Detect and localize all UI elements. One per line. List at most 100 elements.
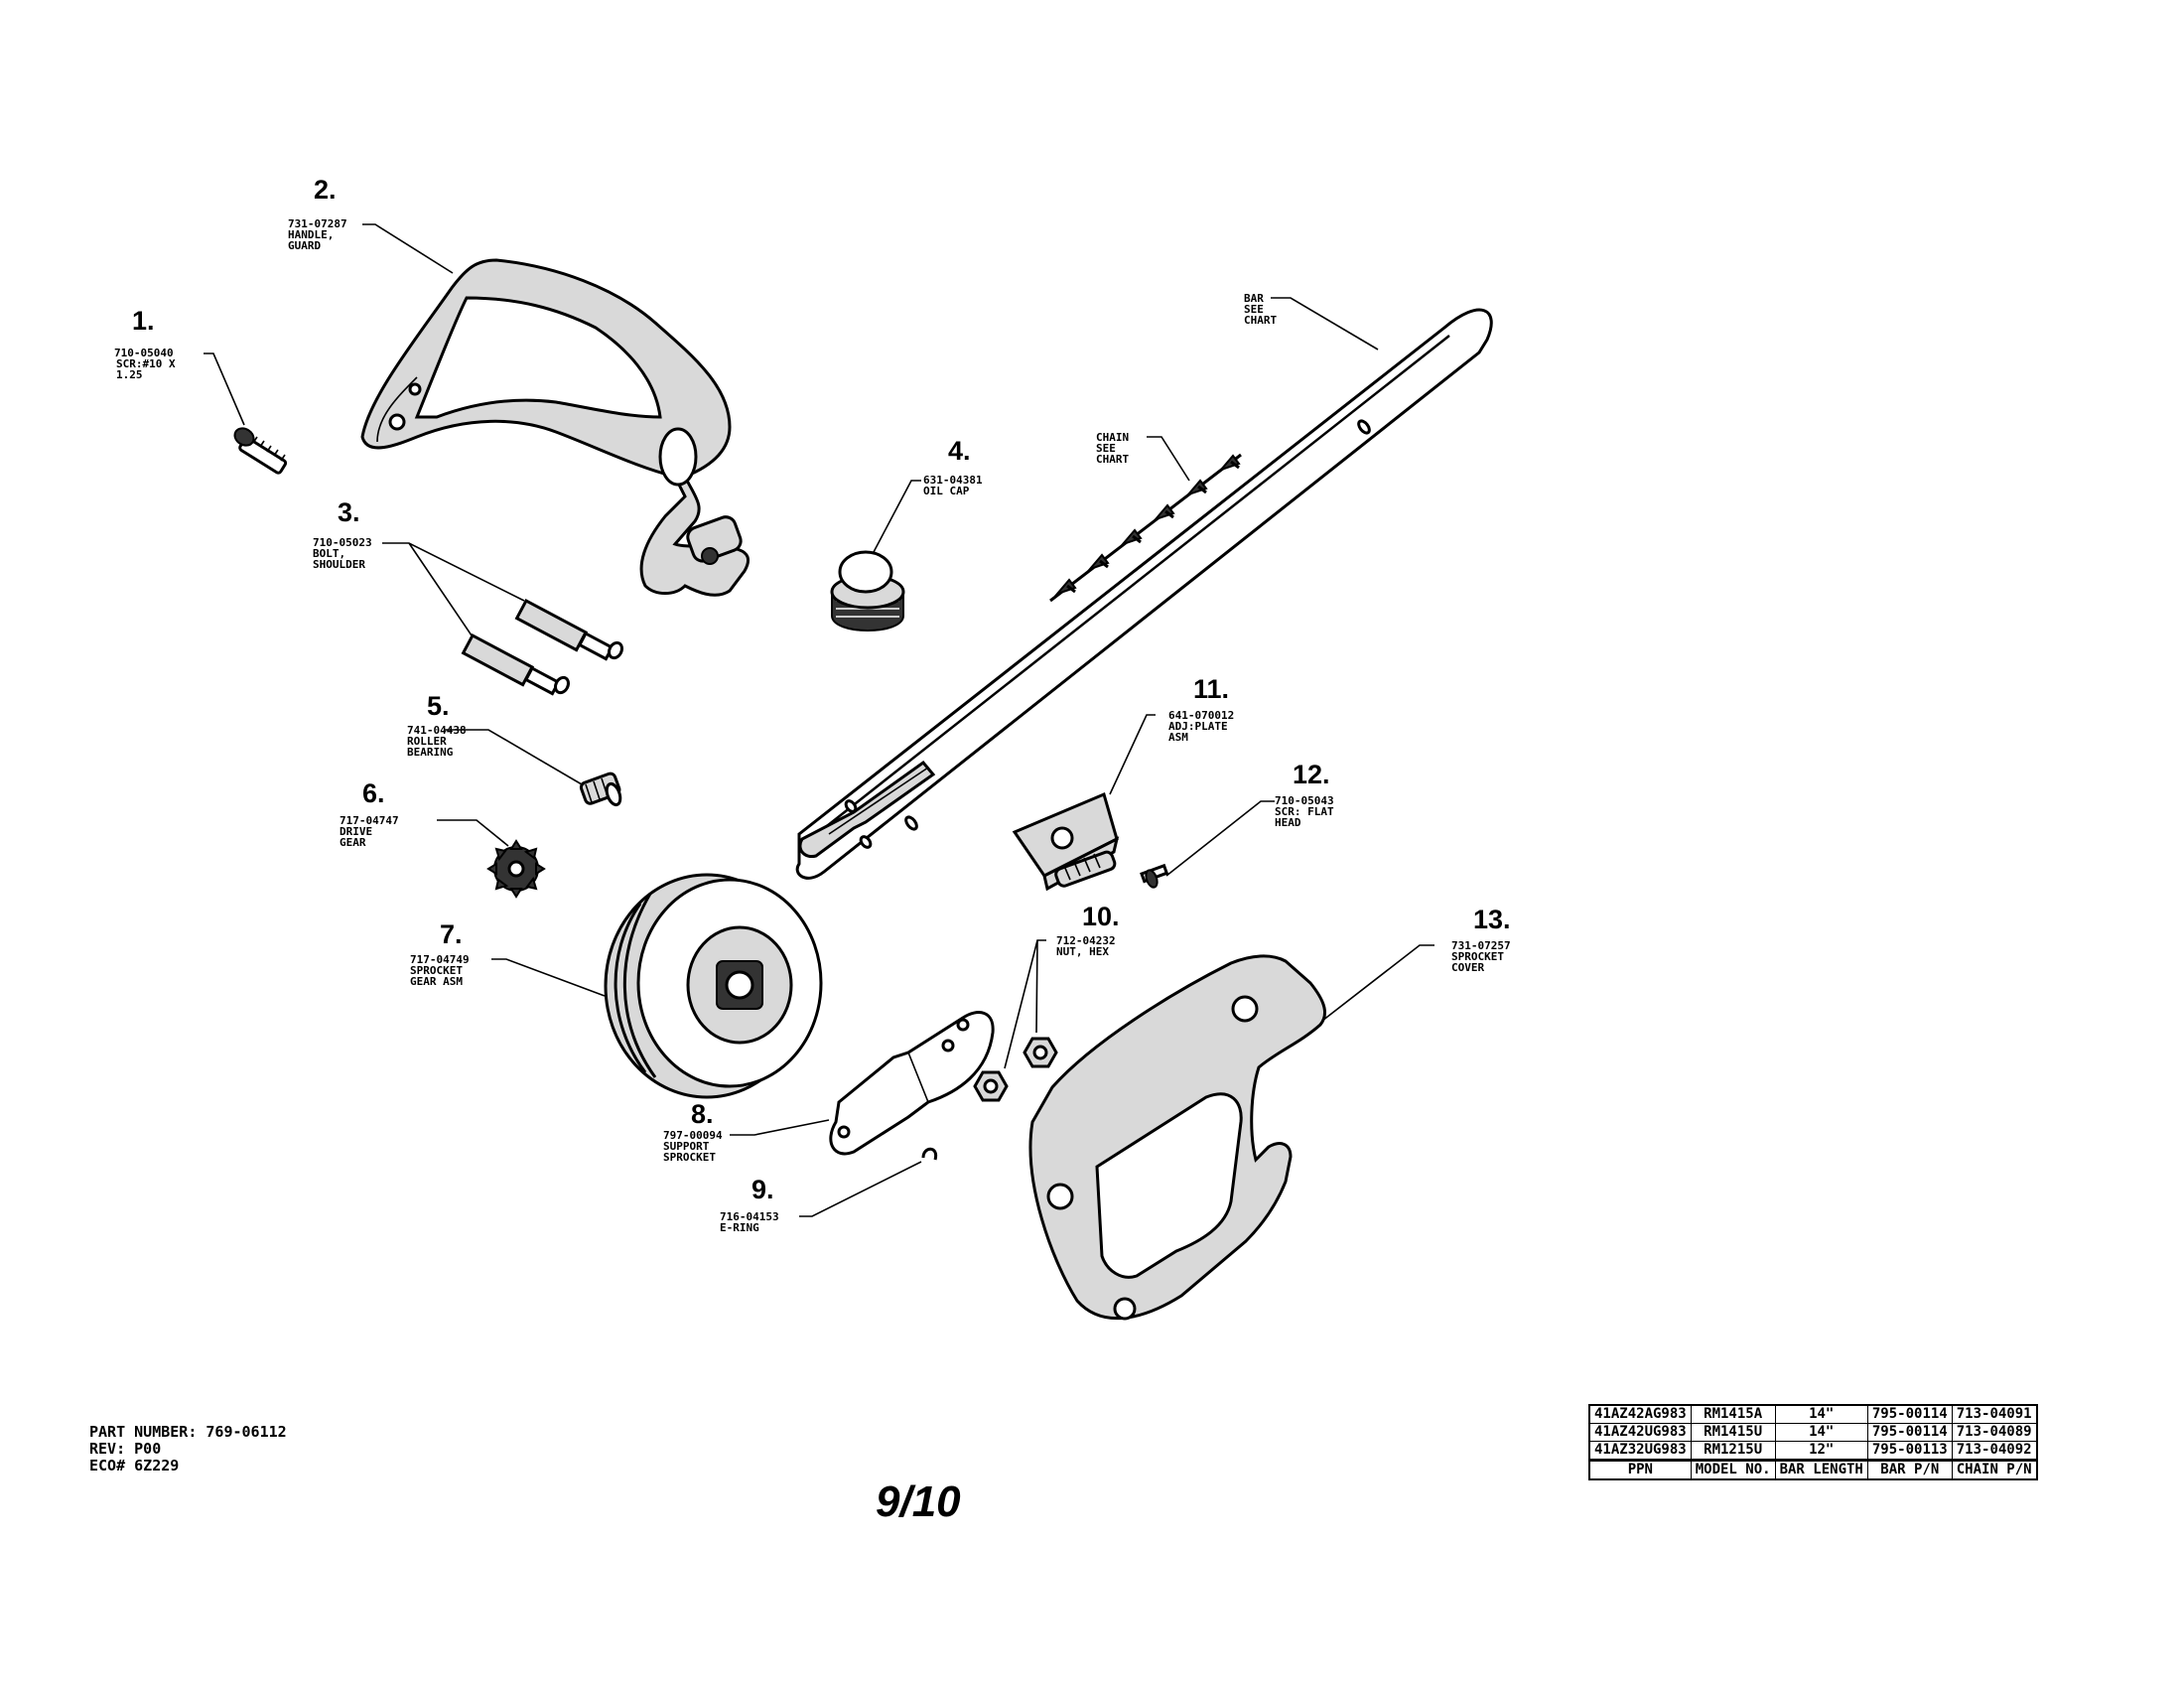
callout-7-desc1: SPROCKET [410,964,463,977]
bar-label: BAR SEE CHART [1244,292,1277,327]
leader-1 [204,352,245,426]
part-6-drive-gear [486,839,546,899]
table-row: 41AZ32UG983 RM1215U 12" 795-00113 713-04… [1588,1441,2038,1461]
callout-12-desc1: SCR: FLAT [1275,805,1334,818]
callout-2-desc1: HANDLE, [288,228,334,241]
callout-7-desc2: GEAR ASM [410,975,463,988]
callout-2-number: 2. [314,175,337,205]
table-cell: RM1415U [1690,1423,1776,1442]
leader-9 [799,1161,922,1217]
callout-1-part-no: 710-05040 [114,347,174,359]
callout-12-part-no: 710-05043 [1275,794,1334,807]
part-5-roller-bearing [579,772,622,807]
leader-13 [1321,944,1434,1022]
callout-13-part-no: 731-07257 [1451,939,1511,952]
callout-4-number: 4. [948,436,971,466]
guide-bar [795,308,1493,880]
table-cell: 14" [1774,1404,1868,1424]
callout-8-desc1: SUPPORT [663,1140,710,1153]
eco-text: ECO# 6Z229 [89,1457,180,1474]
callout-11-number: 11. [1193,674,1229,704]
callout-8-part-no: 797-00094 [663,1129,723,1142]
callout-13-label: 731-07257 SPROCKET COVER [1451,939,1511,974]
callout-6-desc2: GEAR [340,836,366,849]
callout-6-label: 717-04747 DRIVE GEAR [340,814,399,849]
bar-label-line3: CHART [1244,314,1277,327]
callout-12-number: 12. [1293,760,1330,789]
bar-label-line2: SEE [1244,303,1264,316]
callout-3-part-no: 710-05023 [313,536,372,549]
callout-12-desc2: HEAD [1275,816,1301,829]
callout-11-part-no: 641-070012 [1168,709,1234,722]
callout-5-desc2: BEARING [407,746,454,759]
callout-9-part-no: 716-04153 [720,1210,779,1223]
callout-1-number: 1. [132,306,155,336]
callout-6-part-no: 717-04747 [340,814,399,827]
callout-5-label: 741-04438 ROLLER BEARING [407,724,467,759]
table-cell: 713-04091 [1951,1404,2038,1424]
leader-bar [1271,297,1379,351]
bar-label-line1: BAR [1244,292,1264,305]
callout-11-label: 641-070012 ADJ:PLATE ASM [1168,709,1234,744]
table-cell: RM1215U [1690,1441,1776,1461]
callout-2-label: 731-07287 HANDLE, GUARD [288,217,347,252]
table-header-model: MODEL NO. [1690,1459,1776,1480]
callout-2-desc2: GUARD [288,239,321,252]
callout-1-desc1: SCR:#10 X [116,357,176,370]
callout-3-number: 3. [338,497,360,527]
chain-label-line2: SEE [1096,442,1116,455]
callout-7-label: 717-04749 SPROCKET GEAR ASM [410,953,470,988]
table-cell: 713-04092 [1951,1441,2038,1461]
rev-text: REV: P00 [89,1440,162,1458]
table-row: 41AZ42AG983 RM1415A 14" 795-00114 713-04… [1588,1404,2038,1424]
callout-6-number: 6. [362,778,385,808]
part-number-text: PART NUMBER: 769-06112 [89,1423,287,1441]
page-number: 9/10 [876,1477,961,1526]
leader-chain [1147,436,1190,482]
part-info-block: PART NUMBER: 769-06112 REV: P00 ECO# 6Z2… [89,1424,287,1474]
leader-8 [730,1119,830,1136]
part-3-shoulder-bolts [461,598,623,696]
leader-12 [1165,800,1275,877]
callout-10-number: 10. [1082,902,1120,931]
table-cell: 795-00114 [1866,1404,1953,1424]
model-spec-table: 41AZ42AG983 RM1415A 14" 795-00114 713-04… [1588,1404,2038,1480]
table-header-bar-pn: BAR P/N [1866,1459,1953,1480]
callout-5-part-no: 741-04438 [407,724,467,737]
part-12-flat-screw [1140,863,1169,889]
callout-8-number: 8. [691,1099,714,1129]
callout-9-label: 716-04153 E-RING [720,1210,779,1234]
leader-4 [873,480,921,553]
callout-1-label: 710-05040 SCR:#10 X 1.25 [114,347,176,381]
chain-label: CHAIN SEE CHART [1096,431,1129,466]
table-cell: 795-00114 [1866,1423,1953,1442]
table-header-chain-pn: CHAIN P/N [1951,1459,2038,1480]
callout-3-desc2: SHOULDER [313,558,365,571]
leader-7 [491,958,606,997]
callout-5-number: 5. [427,691,450,721]
table-header-ppn: PPN [1588,1459,1692,1480]
callout-8-label: 797-00094 SUPPORT SPROCKET [663,1129,723,1164]
callout-13-desc1: SPROCKET [1451,950,1504,963]
table-cell: 41AZ32UG983 [1588,1441,1692,1461]
part-10-hex-nuts [973,1037,1058,1102]
table-row: 41AZ42UG983 RM1415U 14" 795-00114 713-04… [1588,1423,2038,1442]
callout-9-number: 9. [751,1175,774,1204]
leader-6 [437,819,509,847]
callout-3-label: 710-05023 BOLT, SHOULDER [313,536,372,571]
callout-1-desc2: 1.25 [116,368,143,381]
callout-11-desc2: ASM [1168,731,1188,744]
leader-10 [1004,939,1046,1069]
table-cell: 41AZ42UG983 [1588,1423,1692,1442]
callout-2-part-no: 731-07287 [288,217,347,230]
callout-4-part-no: 631-04381 [923,474,983,487]
table-cell: 12" [1774,1441,1868,1461]
part-7-sprocket-gear [604,873,823,1099]
callout-8-desc2: SPROCKET [663,1151,716,1164]
table-cell: 41AZ42AG983 [1588,1404,1692,1424]
callout-3-desc1: BOLT, [313,547,345,560]
callout-9-desc1: E-RING [720,1221,759,1234]
callout-6-desc1: DRIVE [340,825,372,838]
callout-12-label: 710-05043 SCR: FLAT HEAD [1275,794,1334,829]
